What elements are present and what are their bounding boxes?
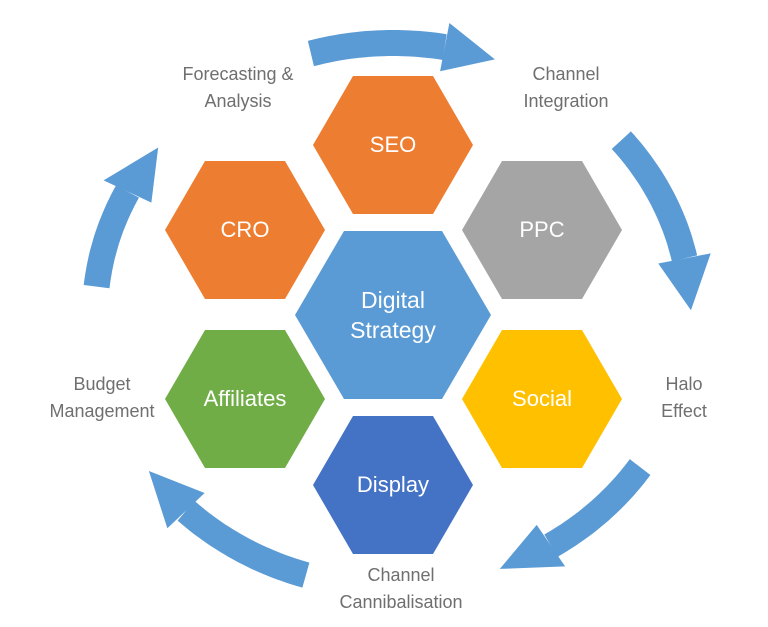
label-channel-cannibalisation: Channel Cannibalisation: [339, 565, 463, 612]
hexagon-label: Digital Strategy: [350, 287, 436, 343]
hexagon-label: CRO: [220, 217, 270, 242]
label-forecasting-analysis: Forecasting & Analysis: [182, 64, 294, 111]
arrow-body: [83, 185, 139, 289]
arrow-body: [611, 131, 698, 262]
arrow-head: [148, 471, 205, 529]
cycle-arrow-bottom-right: [499, 459, 651, 569]
cycle-arrow-right: [611, 131, 711, 311]
cycle-arrow-top: [307, 23, 495, 72]
arrow-body: [307, 30, 447, 67]
cycle-arrow-bottom-left: [148, 471, 310, 588]
hexagon-label: Display: [356, 472, 430, 497]
arrow-head: [440, 23, 495, 72]
label-channel-integration: Channel Integration: [523, 64, 609, 111]
label-halo-effect: Halo Effect: [661, 374, 707, 421]
hexagon-label: PPC: [519, 217, 565, 242]
arrow-head: [499, 524, 566, 569]
arrow-body: [177, 500, 310, 588]
hexagon-label: SEO: [369, 132, 417, 157]
arrow-head: [103, 147, 159, 203]
hexagon-label: Affiliates: [203, 386, 287, 411]
hexagon-label: Social: [512, 386, 572, 411]
arrow-head: [658, 253, 711, 311]
arrow-body: [544, 459, 651, 557]
cycle-arrow-left: [83, 147, 159, 289]
label-budget-management: Budget Management: [49, 374, 155, 421]
